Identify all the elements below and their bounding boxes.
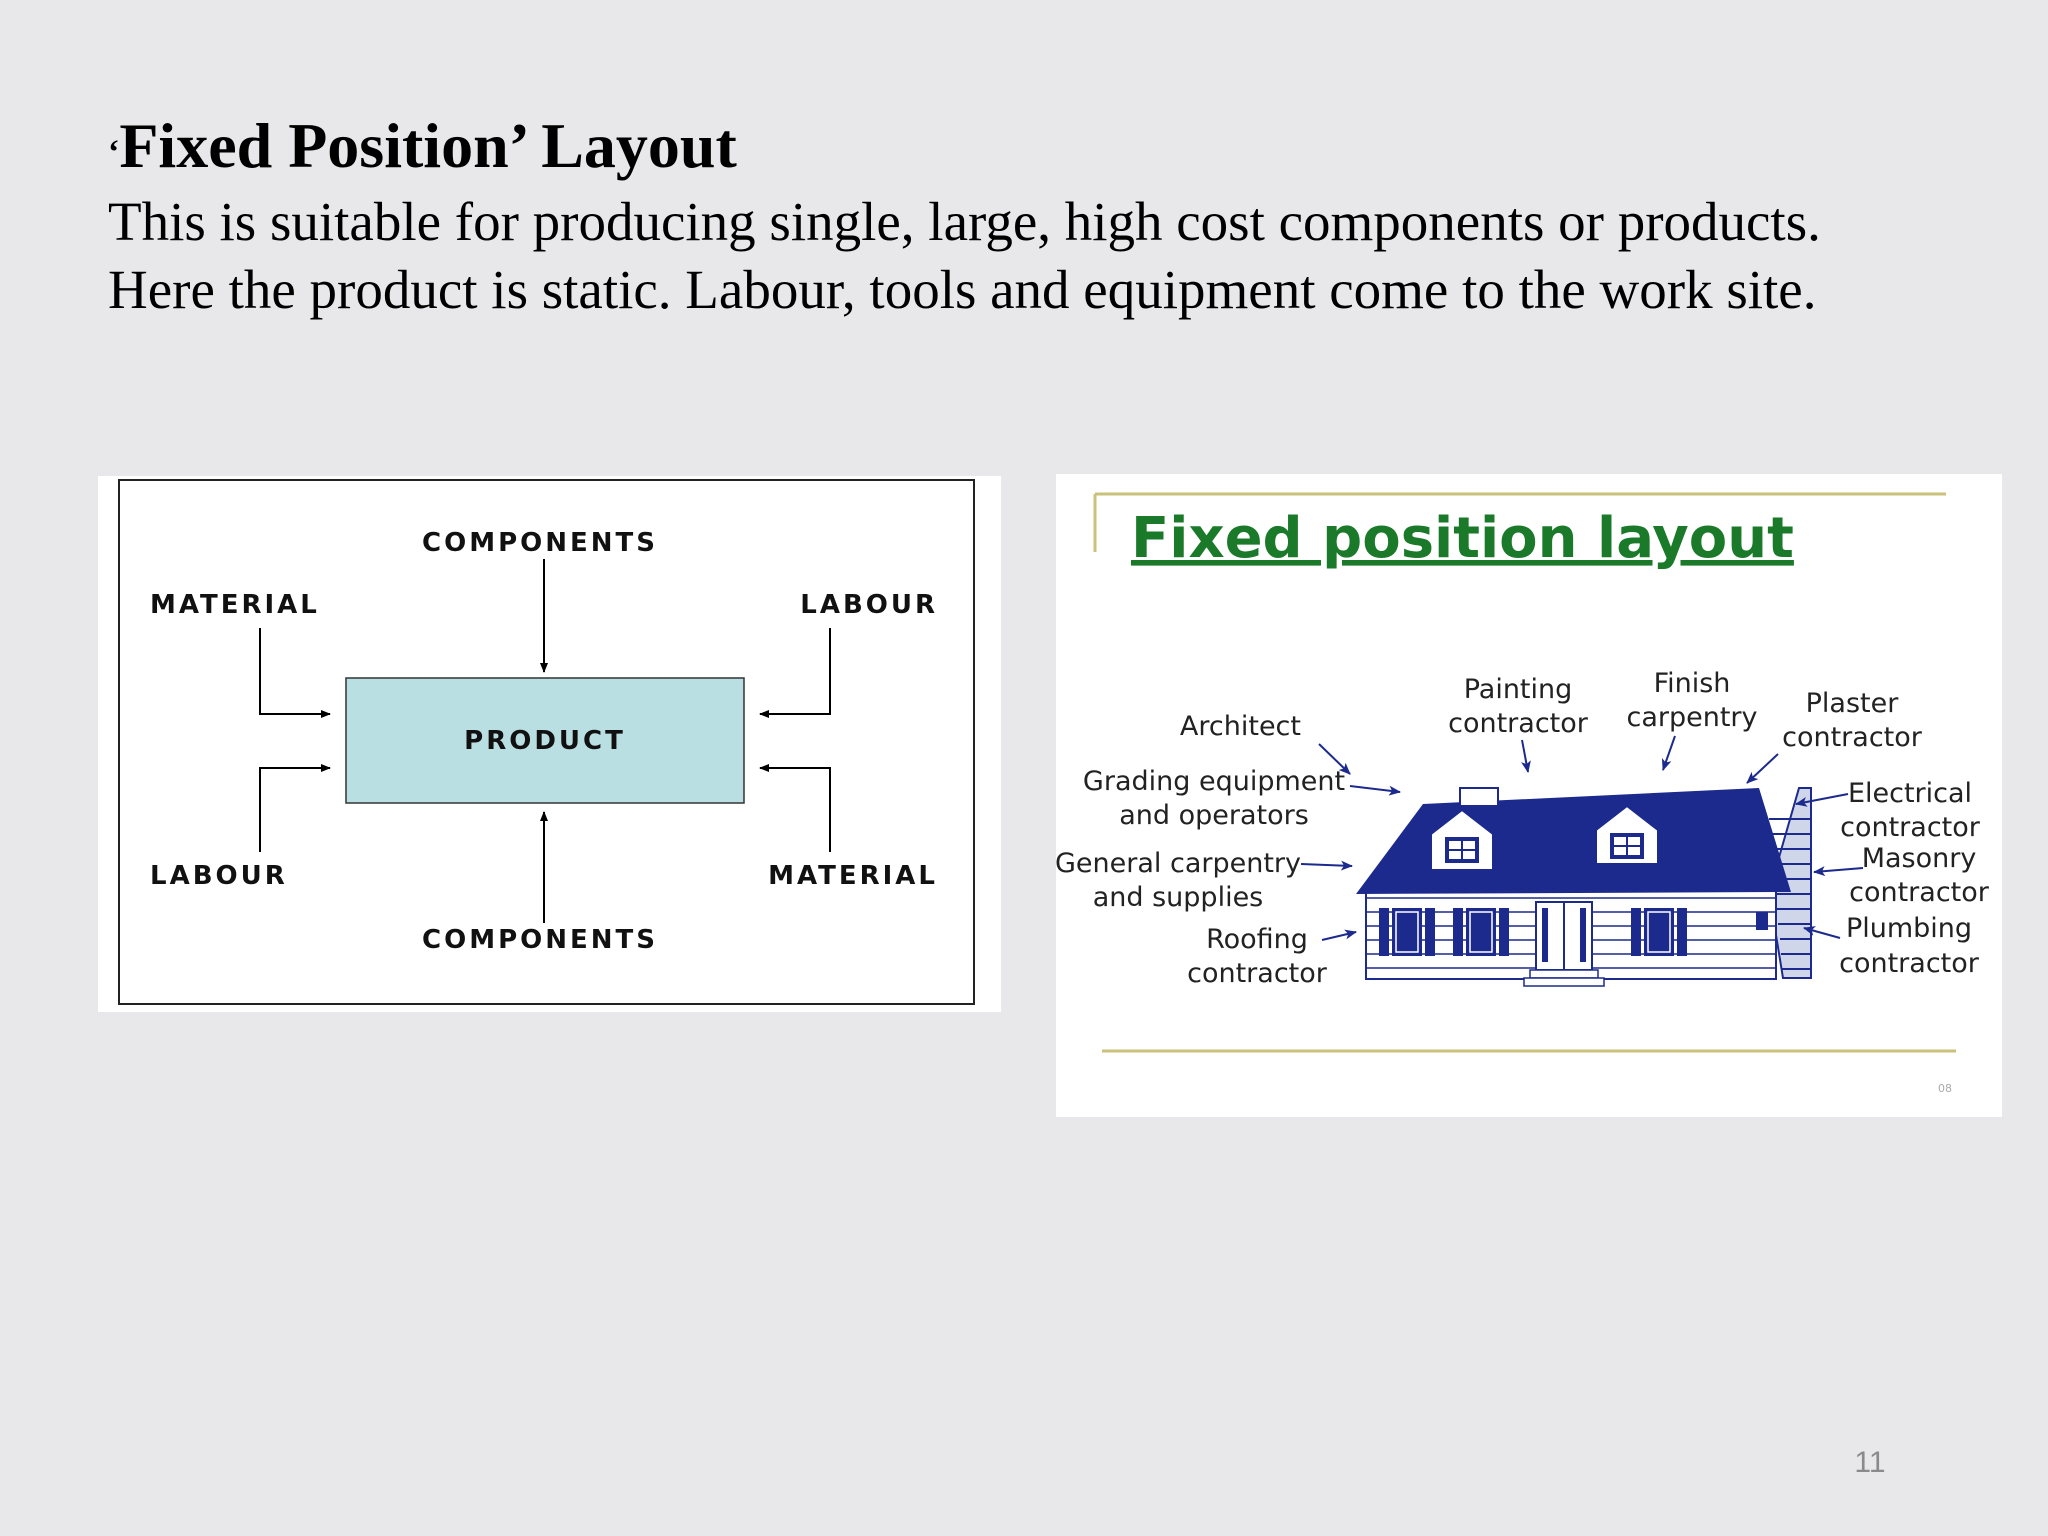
label-finish-1: Finish [1654,668,1731,699]
label-general-1: General carpentry [1056,848,1301,879]
body-line-1: This is suitable for producing single, l… [108,191,1821,252]
label-grading-2: and operators [1119,800,1309,831]
top-components-label: COMPONENTS [422,528,658,558]
house-diagram-title: Fixed position layout [1131,506,1794,571]
slide-title: ‘Fixed Position’ Layout [108,108,737,191]
label-plaster-1: Plaster [1806,688,1900,719]
label-masonry-2: contractor [1849,877,1990,908]
house-illustration [1356,787,1812,987]
top-left-arrow [259,628,331,718]
label-plaster-2: contractor [1782,722,1923,753]
label-general-2: and supplies [1093,882,1264,913]
bottom-left-labour-label: LABOUR [150,861,288,891]
label-roofing-2: contractor [1187,958,1328,989]
fixed-position-house-diagram: Fixed position layout 08 [1056,474,2002,1117]
top-right-labour-label: LABOUR [800,590,938,620]
product-flow-svg: PRODUCT COMPONENTS COMPONENTS MATERIAL L… [118,479,975,1005]
corner-number: 08 [1938,1082,1952,1095]
label-plumbing-1: Plumbing [1846,913,1972,944]
page-number: 11 [1854,1446,1886,1479]
label-electrical-1: Electrical [1848,778,1972,809]
label-masonry-1: Masonry [1862,843,1977,874]
product-label: PRODUCT [464,726,626,756]
title-text: Fixed Position’ Layout [119,110,737,181]
label-arrows [1300,735,1864,941]
top-right-arrow [759,628,831,718]
label-architect: Architect [1180,711,1301,742]
body-line-2: Here the product is static. Labour, tool… [108,259,1817,320]
label-roofing-1: Roofing [1206,924,1308,955]
product-box [345,677,745,804]
label-plumbing-2: contractor [1839,948,1980,979]
label-grading-1: Grading equipment [1083,766,1345,797]
top-left-material-label: MATERIAL [150,590,320,620]
house-diagram-svg: Fixed position layout 08 [1056,492,1990,1095]
title-open-quote: ‘ [108,134,120,171]
bottom-left-arrow [259,764,331,852]
bottom-components-label: COMPONENTS [422,925,658,955]
label-painting-2: contractor [1448,708,1589,739]
bottom-right-material-label: MATERIAL [768,861,938,891]
label-finish-2: carpentry [1626,702,1757,733]
label-electrical-2: contractor [1840,812,1981,843]
label-painting-1: Painting [1464,674,1573,705]
bottom-right-arrow [759,764,831,852]
product-flow-diagram: PRODUCT COMPONENTS COMPONENTS MATERIAL L… [98,476,1001,1012]
